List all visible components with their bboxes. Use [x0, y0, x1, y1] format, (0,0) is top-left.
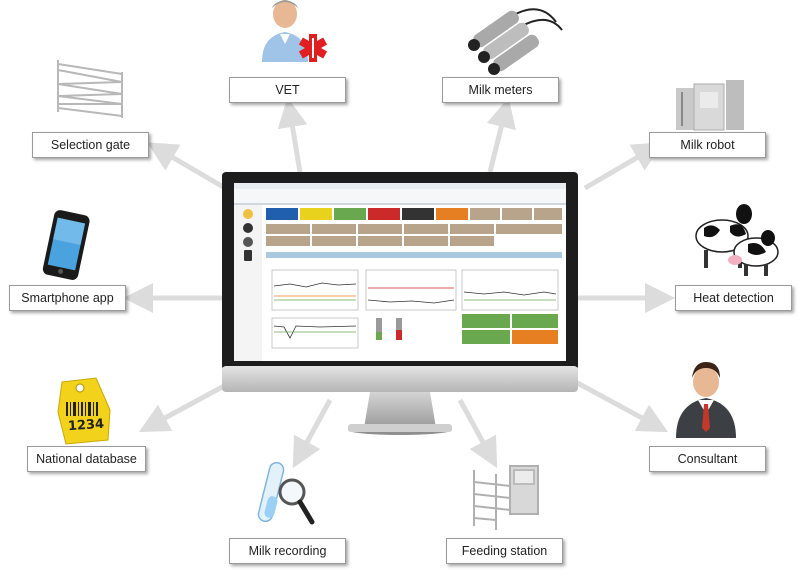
arrow-vet	[277, 97, 308, 173]
kpi-row	[266, 208, 562, 220]
arrow-consultant	[570, 377, 669, 433]
feeding-station-icon	[473, 465, 539, 530]
cows-icon	[695, 204, 779, 276]
arrow-milk-recording	[292, 398, 333, 469]
milk-meters-icon	[468, 8, 563, 75]
test-tube-magnifier-icon	[257, 461, 315, 525]
arrow-milk-robot	[583, 142, 663, 191]
selection-gate-icon	[57, 60, 123, 118]
summary-tiles	[266, 224, 562, 246]
label-milk-recording: Milk recording	[229, 538, 346, 564]
arrow-selection-gate	[147, 142, 227, 191]
ear-tag-number: 1234	[67, 416, 105, 435]
milk-robot-icon	[676, 80, 744, 131]
arrow-milk-meters	[486, 97, 516, 173]
veterinarian-icon	[262, 0, 328, 62]
label-consultant: Consultant	[649, 446, 766, 472]
label-vet: VET	[229, 77, 346, 103]
label-selection-gate: Selection gate	[32, 132, 149, 158]
label-smartphone-app: Smartphone app	[9, 285, 126, 311]
ear-tag-icon	[57, 377, 111, 445]
label-milk-meters: Milk meters	[442, 77, 559, 103]
screen-silos	[376, 318, 402, 340]
arrow-national-database	[138, 377, 237, 433]
label-milk-robot: Milk robot	[649, 132, 766, 158]
label-feeding-station: Feeding station	[446, 538, 563, 564]
label-national-database: National database	[27, 446, 146, 472]
label-heat-detection: Heat detection	[675, 285, 792, 311]
screen-status-tiles	[462, 314, 558, 344]
monitor-stand	[364, 392, 436, 428]
consultant-icon	[676, 362, 736, 438]
arrow-feeding-station	[457, 398, 498, 469]
smartphone-icon	[42, 210, 90, 280]
screen-charts	[271, 269, 559, 349]
monitor-chin	[222, 366, 578, 392]
